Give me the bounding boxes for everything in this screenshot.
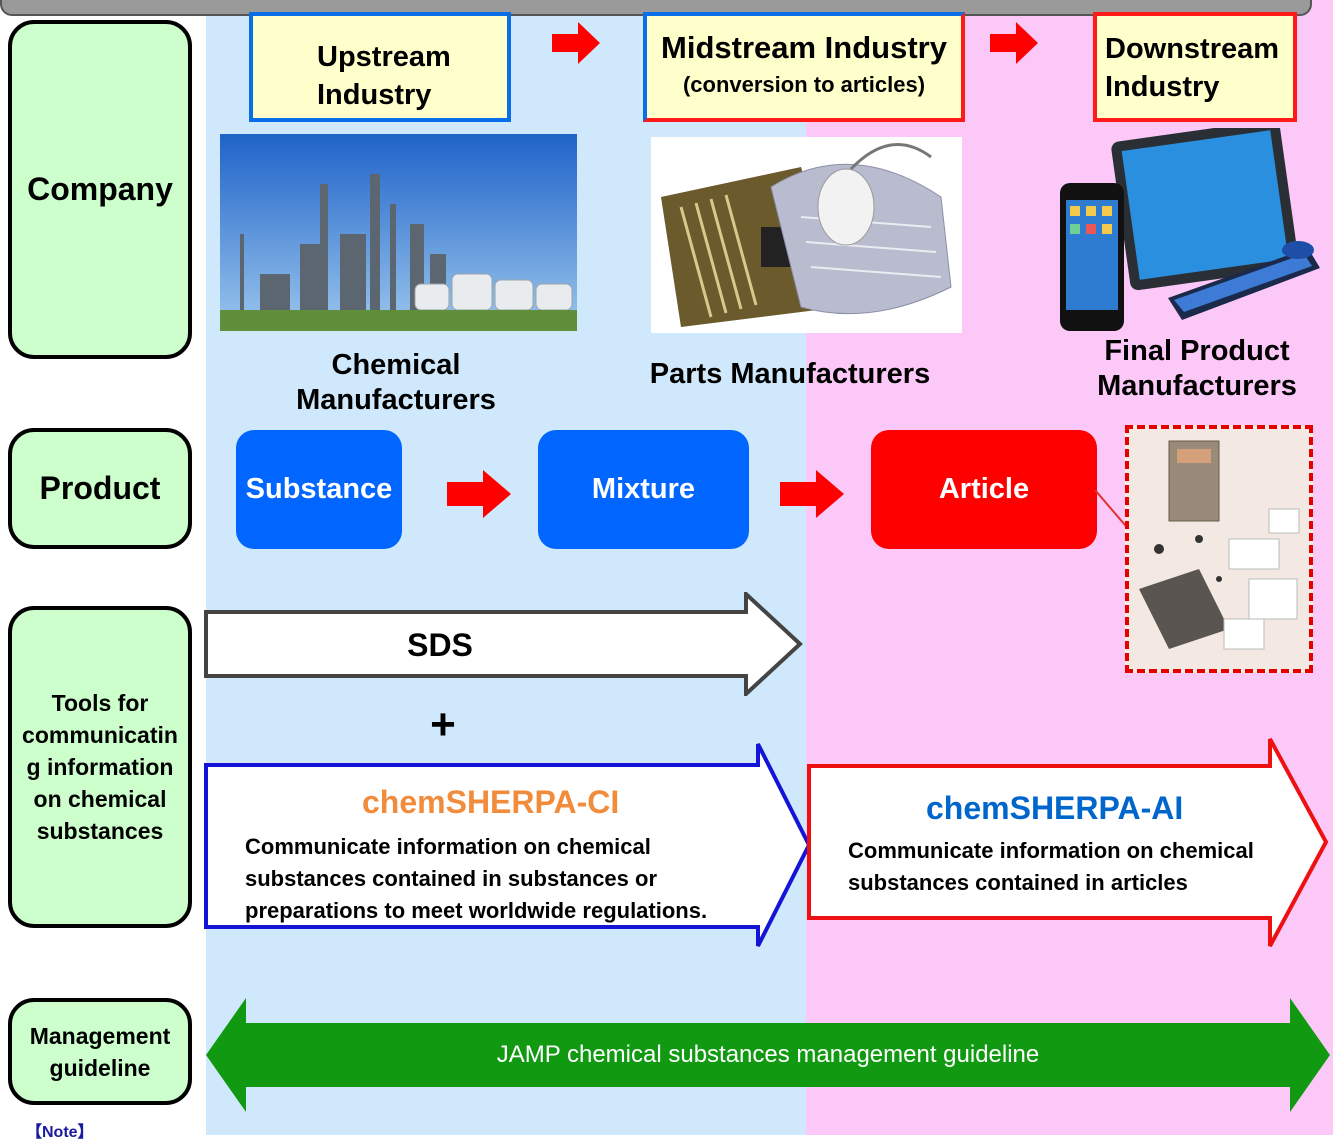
stage-downstream-line1: Downstream	[1105, 33, 1280, 65]
row-label-tools: Tools for communicatin g information on …	[8, 606, 192, 928]
row-label-guideline-text: Management guideline	[29, 1022, 171, 1081]
ai-title: chemSHERPA-AI	[926, 790, 1184, 826]
ai-desc-line2: substances contained in articles	[848, 870, 1188, 895]
stage-arrow-2	[990, 22, 1038, 64]
ai-arrow	[807, 738, 1329, 947]
parts-image	[651, 137, 962, 333]
row-label-product: Product	[8, 428, 192, 549]
row-label-company-text: Company	[27, 171, 173, 207]
caption-chemical-line2: Manufacturers	[296, 384, 496, 416]
stage-midstream-sub: (conversion to articles)	[682, 72, 926, 97]
row-label-product-text: Product	[39, 470, 161, 506]
ci-desc-line3: preparations to meet worldwide regulatio…	[245, 898, 708, 923]
article-photo	[1129, 429, 1309, 669]
row-label-company: Company	[8, 20, 192, 359]
ci-arrow	[204, 743, 812, 947]
caption-final-line1: Final Product	[1104, 335, 1290, 367]
stage-downstream: Downstream Industry	[1093, 12, 1297, 122]
devices-image	[1060, 128, 1320, 331]
product-article-label: Article	[938, 473, 1030, 505]
ai-description: Communicate information on chemical subs…	[848, 835, 1254, 899]
ci-title: chemSHERPA-CI	[362, 784, 620, 820]
product-arrow-1	[447, 470, 511, 518]
product-arrow-2	[780, 470, 844, 518]
product-article: Article	[871, 430, 1097, 549]
guideline-label: JAMP chemical substances management guid…	[496, 1041, 1040, 1068]
stage-upstream: Upstream Industry	[249, 12, 511, 122]
article-photo-frame	[1125, 425, 1313, 673]
stage-upstream-line2: Industry	[317, 79, 432, 111]
caption-final-line2: Manufacturers	[1097, 370, 1297, 402]
stage-midstream: Midstream Industry (conversion to articl…	[643, 12, 965, 122]
product-mixture: Mixture	[538, 430, 749, 549]
sds-arrow	[204, 592, 803, 696]
ci-desc-line1: Communicate information on chemical	[245, 834, 651, 859]
stage-downstream-line2: Industry	[1105, 71, 1220, 103]
product-substance: Substance	[236, 430, 402, 549]
ai-desc-line1: Communicate information on chemical	[848, 838, 1254, 863]
caption-final: Final Product Manufacturers	[1092, 334, 1302, 404]
caption-chemical-line1: Chemical	[331, 349, 461, 381]
stage-midstream-title: Midstream Industry	[661, 30, 947, 65]
caption-parts: Parts Manufacturers	[649, 358, 931, 390]
stage-arrow-1	[552, 22, 600, 64]
refinery-image	[220, 134, 577, 331]
product-substance-label: Substance	[245, 473, 393, 505]
stage-upstream-line1: Upstream	[317, 41, 451, 73]
sds-label: SDS	[407, 627, 473, 663]
guideline-arrow	[206, 998, 1330, 1112]
ci-desc-line2: substances contained in substances or	[245, 866, 658, 891]
plus-sign: +	[430, 700, 456, 749]
caption-chemical: Chemical Manufacturers	[296, 348, 496, 418]
product-mixture-label: Mixture	[591, 473, 696, 505]
ci-description: Communicate information on chemical subs…	[245, 831, 707, 927]
note-label: 【Note】	[26, 1124, 94, 1141]
row-label-tools-text: Tools for communicatin g information on …	[22, 690, 178, 844]
row-label-guideline: Management guideline	[8, 998, 192, 1105]
